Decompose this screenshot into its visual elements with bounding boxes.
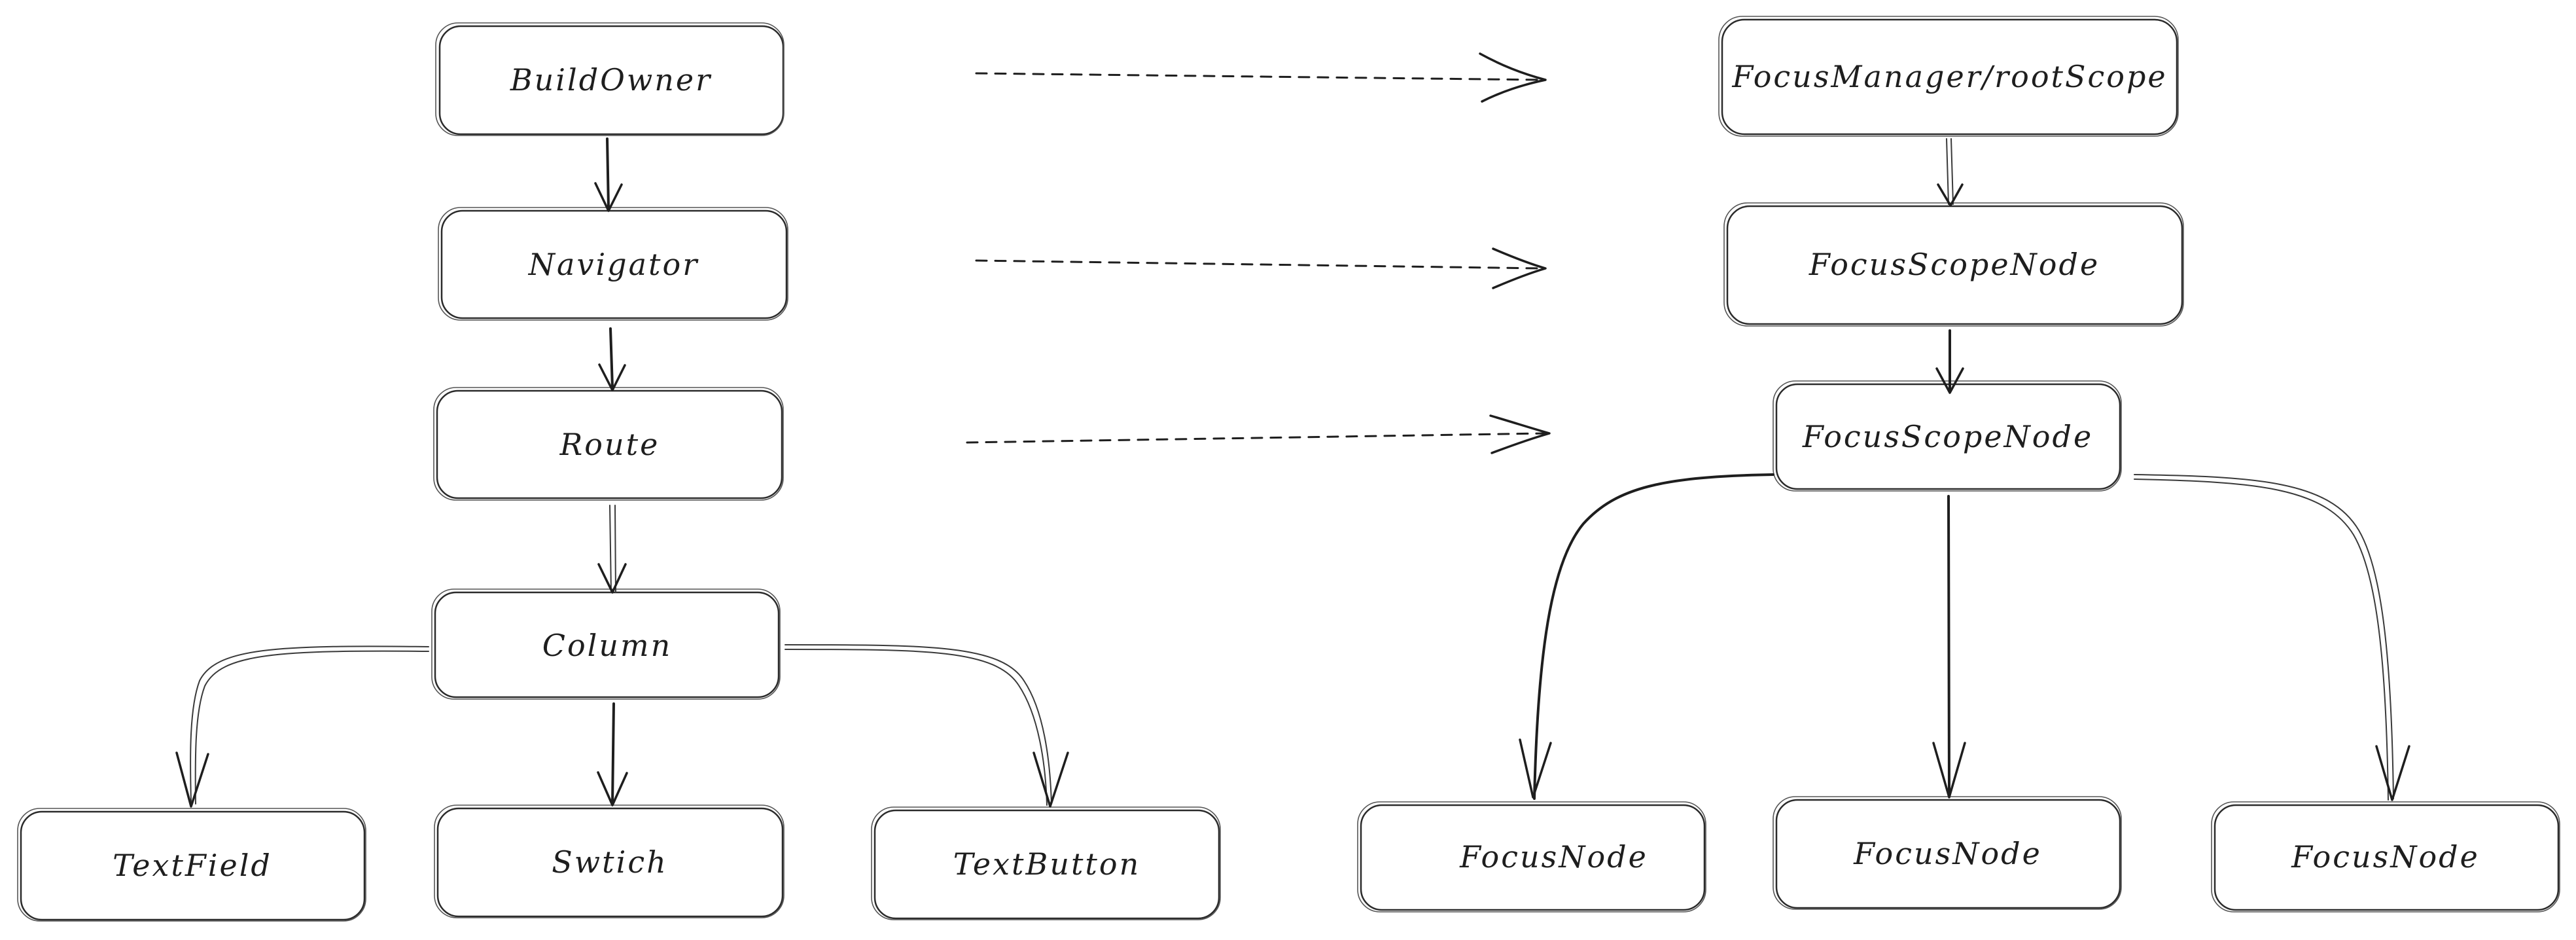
edge-navigator-to-route	[598, 327, 626, 391]
node-column: Column	[431, 588, 781, 700]
edge-focus-scope-node-2-to-focus-node-1	[1519, 473, 1774, 800]
edge-route-to-column	[597, 505, 627, 594]
node-focus-manager: FocusManager/rootScope	[1718, 16, 2179, 137]
node-focus-node-2: FocusNode	[1773, 796, 2122, 910]
node-focus-node-1-label: FocusNode	[1459, 839, 1648, 875]
edge-focus-scope-node-2-to-focus-node-3	[2134, 474, 2410, 801]
mapping-build-owner-to-focus-manager	[975, 52, 1547, 103]
edge-column-to-text-button	[785, 644, 1069, 808]
node-navigator-label: Navigator	[528, 247, 699, 282]
edge-focus-scope-node-2-to-focus-node-2	[1932, 495, 1966, 799]
node-text-field: TextField	[17, 808, 366, 922]
node-switch: Swtich	[434, 804, 785, 918]
edge-column-to-switch	[597, 702, 628, 806]
edge-focus-manager-to-focus-scope-node-1	[1937, 138, 1964, 207]
mapping-navigator-to-focus-scope-node-1	[975, 247, 1547, 289]
edge-column-to-text-field	[175, 645, 429, 808]
node-focus-scope-node-1: FocusScopeNode	[1723, 202, 2184, 327]
node-build-owner-label: BuildOwner	[510, 62, 712, 98]
node-focus-scope-node-2-label: FocusScopeNode	[1802, 419, 2093, 454]
node-switch-label: Swtich	[552, 844, 667, 880]
node-focus-node-3: FocusNode	[2211, 801, 2560, 913]
mapping-route-to-focus-scope-node-2	[966, 414, 1551, 454]
node-focus-scope-node-1-label: FocusScopeNode	[1808, 247, 2100, 282]
node-focus-manager-label: FocusManager/rootScope	[1731, 59, 2167, 94]
node-column-label: Column	[542, 628, 672, 663]
node-focus-scope-node-2: FocusScopeNode	[1773, 380, 2122, 492]
node-route-label: Route	[559, 427, 660, 462]
node-build-owner: BuildOwner	[435, 22, 785, 136]
edge-focus-scope-node-1-to-focus-scope-node-2	[1935, 329, 1964, 394]
node-navigator: Navigator	[438, 207, 788, 321]
node-focus-node-3-label: FocusNode	[2291, 839, 2480, 875]
node-text-button: TextButton	[871, 806, 1221, 920]
node-focus-node-2-label: FocusNode	[1853, 836, 2042, 871]
edge-build-owner-to-navigator	[594, 137, 623, 212]
node-focus-node-1: FocusNode	[1357, 801, 1706, 913]
node-route: Route	[433, 387, 784, 501]
node-text-field-label: TextField	[113, 848, 272, 883]
node-text-button-label: TextButton	[953, 846, 1140, 882]
